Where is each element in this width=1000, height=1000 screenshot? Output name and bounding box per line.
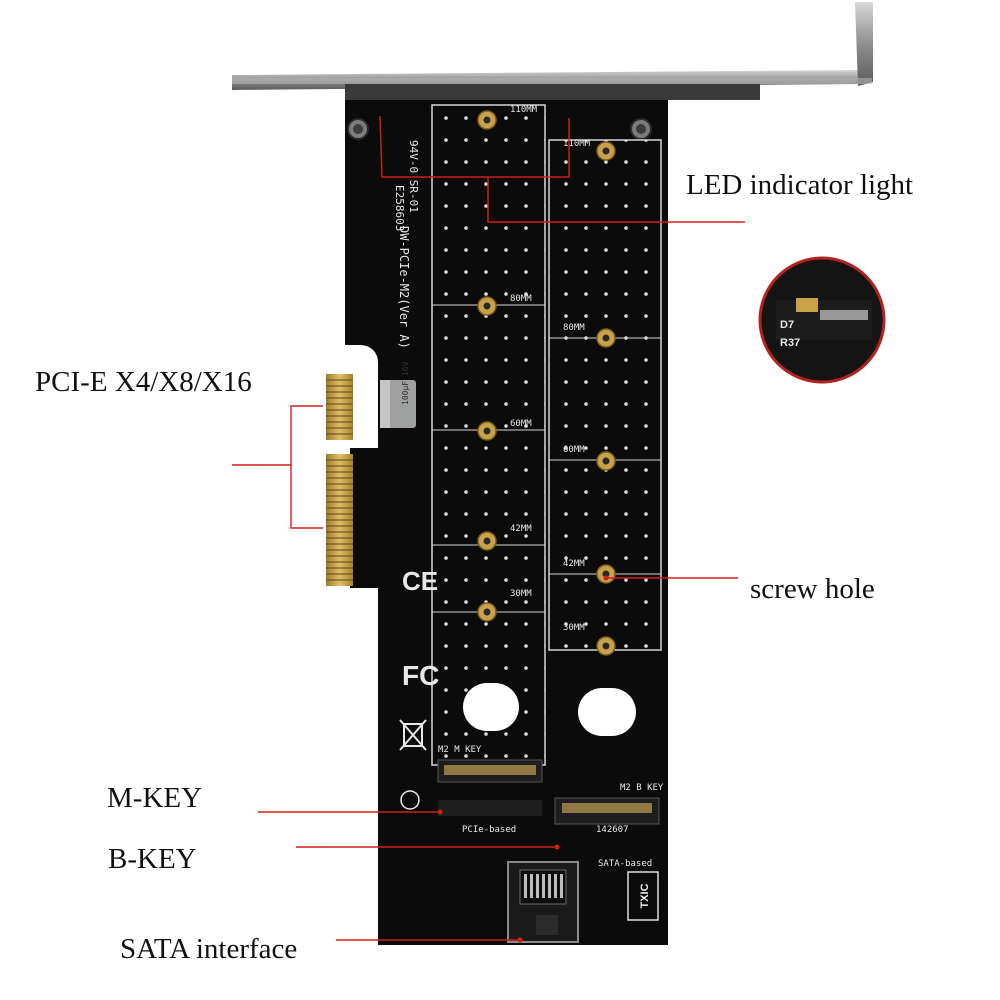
date-code: E258603 [393, 185, 406, 231]
left-size-30: 30MM [510, 589, 532, 599]
left-size-80: 80MM [510, 294, 532, 304]
fc-mark: FC [402, 660, 439, 691]
callout-lines [232, 115, 745, 941]
screw-hole-label: screw hole [750, 573, 875, 605]
ce-mark: CE [402, 566, 438, 596]
b-key-slot-area: 110MM 80MM 60MM 42MM 30MM M2 B KEY 14260… [548, 139, 664, 869]
recycle-icon [400, 790, 420, 810]
m-key-silk: M2 M KEY [438, 745, 482, 755]
right-size-110: 110MM [563, 139, 591, 149]
certification-marks: CE FC [399, 566, 439, 810]
brand-text: TXIC [639, 883, 651, 908]
model-silkscreen: E258603 94V-0 SR-01 DW-PCIe-M2(Ver A) [393, 140, 420, 349]
left-size-110: 110MM [510, 105, 538, 115]
sata-interface-label: SATA interface [120, 933, 298, 965]
inset-r37: R37 [780, 337, 800, 349]
pcie-gold-fingers [326, 374, 353, 586]
pcie-callout-bracket [290, 405, 323, 529]
connector-code: 142607 [596, 825, 629, 835]
model-text: DW-PCIe-M2(Ver A) [397, 226, 411, 349]
b-key-silk: M2 B KEY [620, 783, 664, 793]
led-indicator-label: LED indicator light [686, 169, 914, 201]
inset-d7: D7 [780, 319, 794, 331]
pcie-based-silk: PCIe-based [462, 825, 516, 835]
led-callout-line-b [487, 177, 745, 223]
right-size-80: 80MM [563, 323, 585, 333]
sata-connector [507, 861, 579, 943]
sata-based-silk: SATA-based [598, 859, 652, 869]
capacitor-label: 100µF 16V [401, 361, 410, 405]
right-size-60: 60MM [563, 445, 585, 455]
brand-mark: TXIC [627, 871, 659, 921]
metal-bracket [232, 2, 873, 100]
led-inset: D7 R37 [758, 256, 886, 384]
m-key-label: M-KEY [107, 782, 203, 814]
weee-bin-icon [399, 719, 427, 751]
left-size-60: 60MM [510, 419, 532, 429]
pcie-label: PCI-E X4/X8/X16 [35, 366, 252, 398]
led-callout-line-a [379, 115, 570, 178]
left-size-42: 42MM [510, 524, 532, 534]
right-size-30: 30MM [563, 623, 585, 633]
right-size-42: 42MM [563, 559, 585, 569]
b-key-label: B-KEY [108, 843, 197, 875]
capacitor: 100µF 16V [380, 361, 416, 428]
